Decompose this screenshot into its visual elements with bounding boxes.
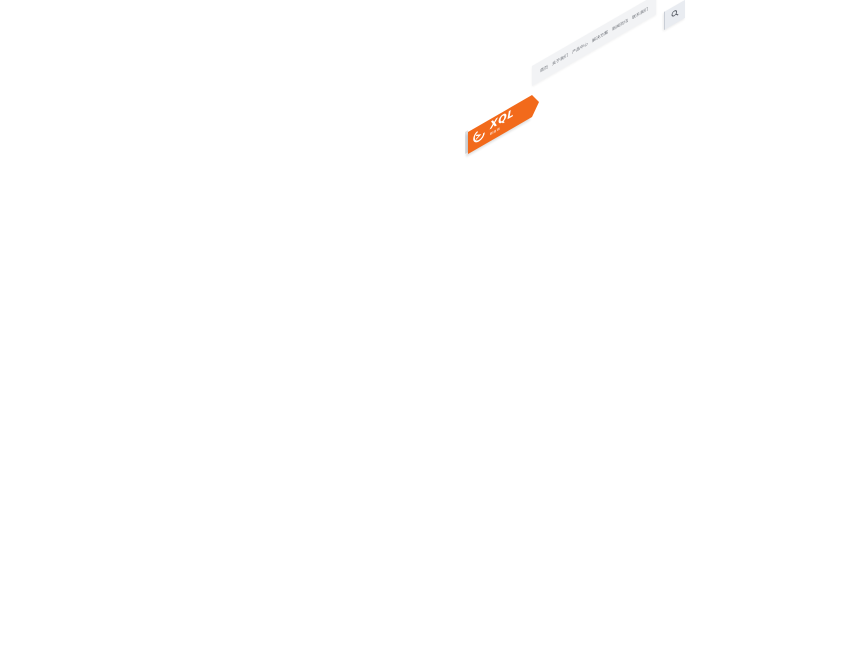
- nav-item-news[interactable]: 新闻资讯: [612, 17, 628, 32]
- nav-item-contact[interactable]: 联系我们: [632, 6, 648, 21]
- nav-item-home[interactable]: 首页: [540, 63, 548, 74]
- nav-item-solutions[interactable]: 解决方案: [592, 29, 608, 44]
- nav-items: 首页 关于我们 产品中心 解决方案 新闻资讯 联系我们: [532, 0, 656, 86]
- search-button[interactable]: [664, 0, 685, 30]
- nav-item-products[interactable]: 产品中心: [572, 40, 588, 55]
- nav-item-about[interactable]: 关于我们: [552, 52, 568, 67]
- search-icon: [671, 10, 679, 17]
- logo-banner[interactable]: XQL 新启领: [468, 95, 532, 154]
- logo-mark-icon: [473, 128, 485, 143]
- main-nav: 首页 关于我们 产品中心 解决方案 新闻资讯 联系我们: [532, 0, 656, 86]
